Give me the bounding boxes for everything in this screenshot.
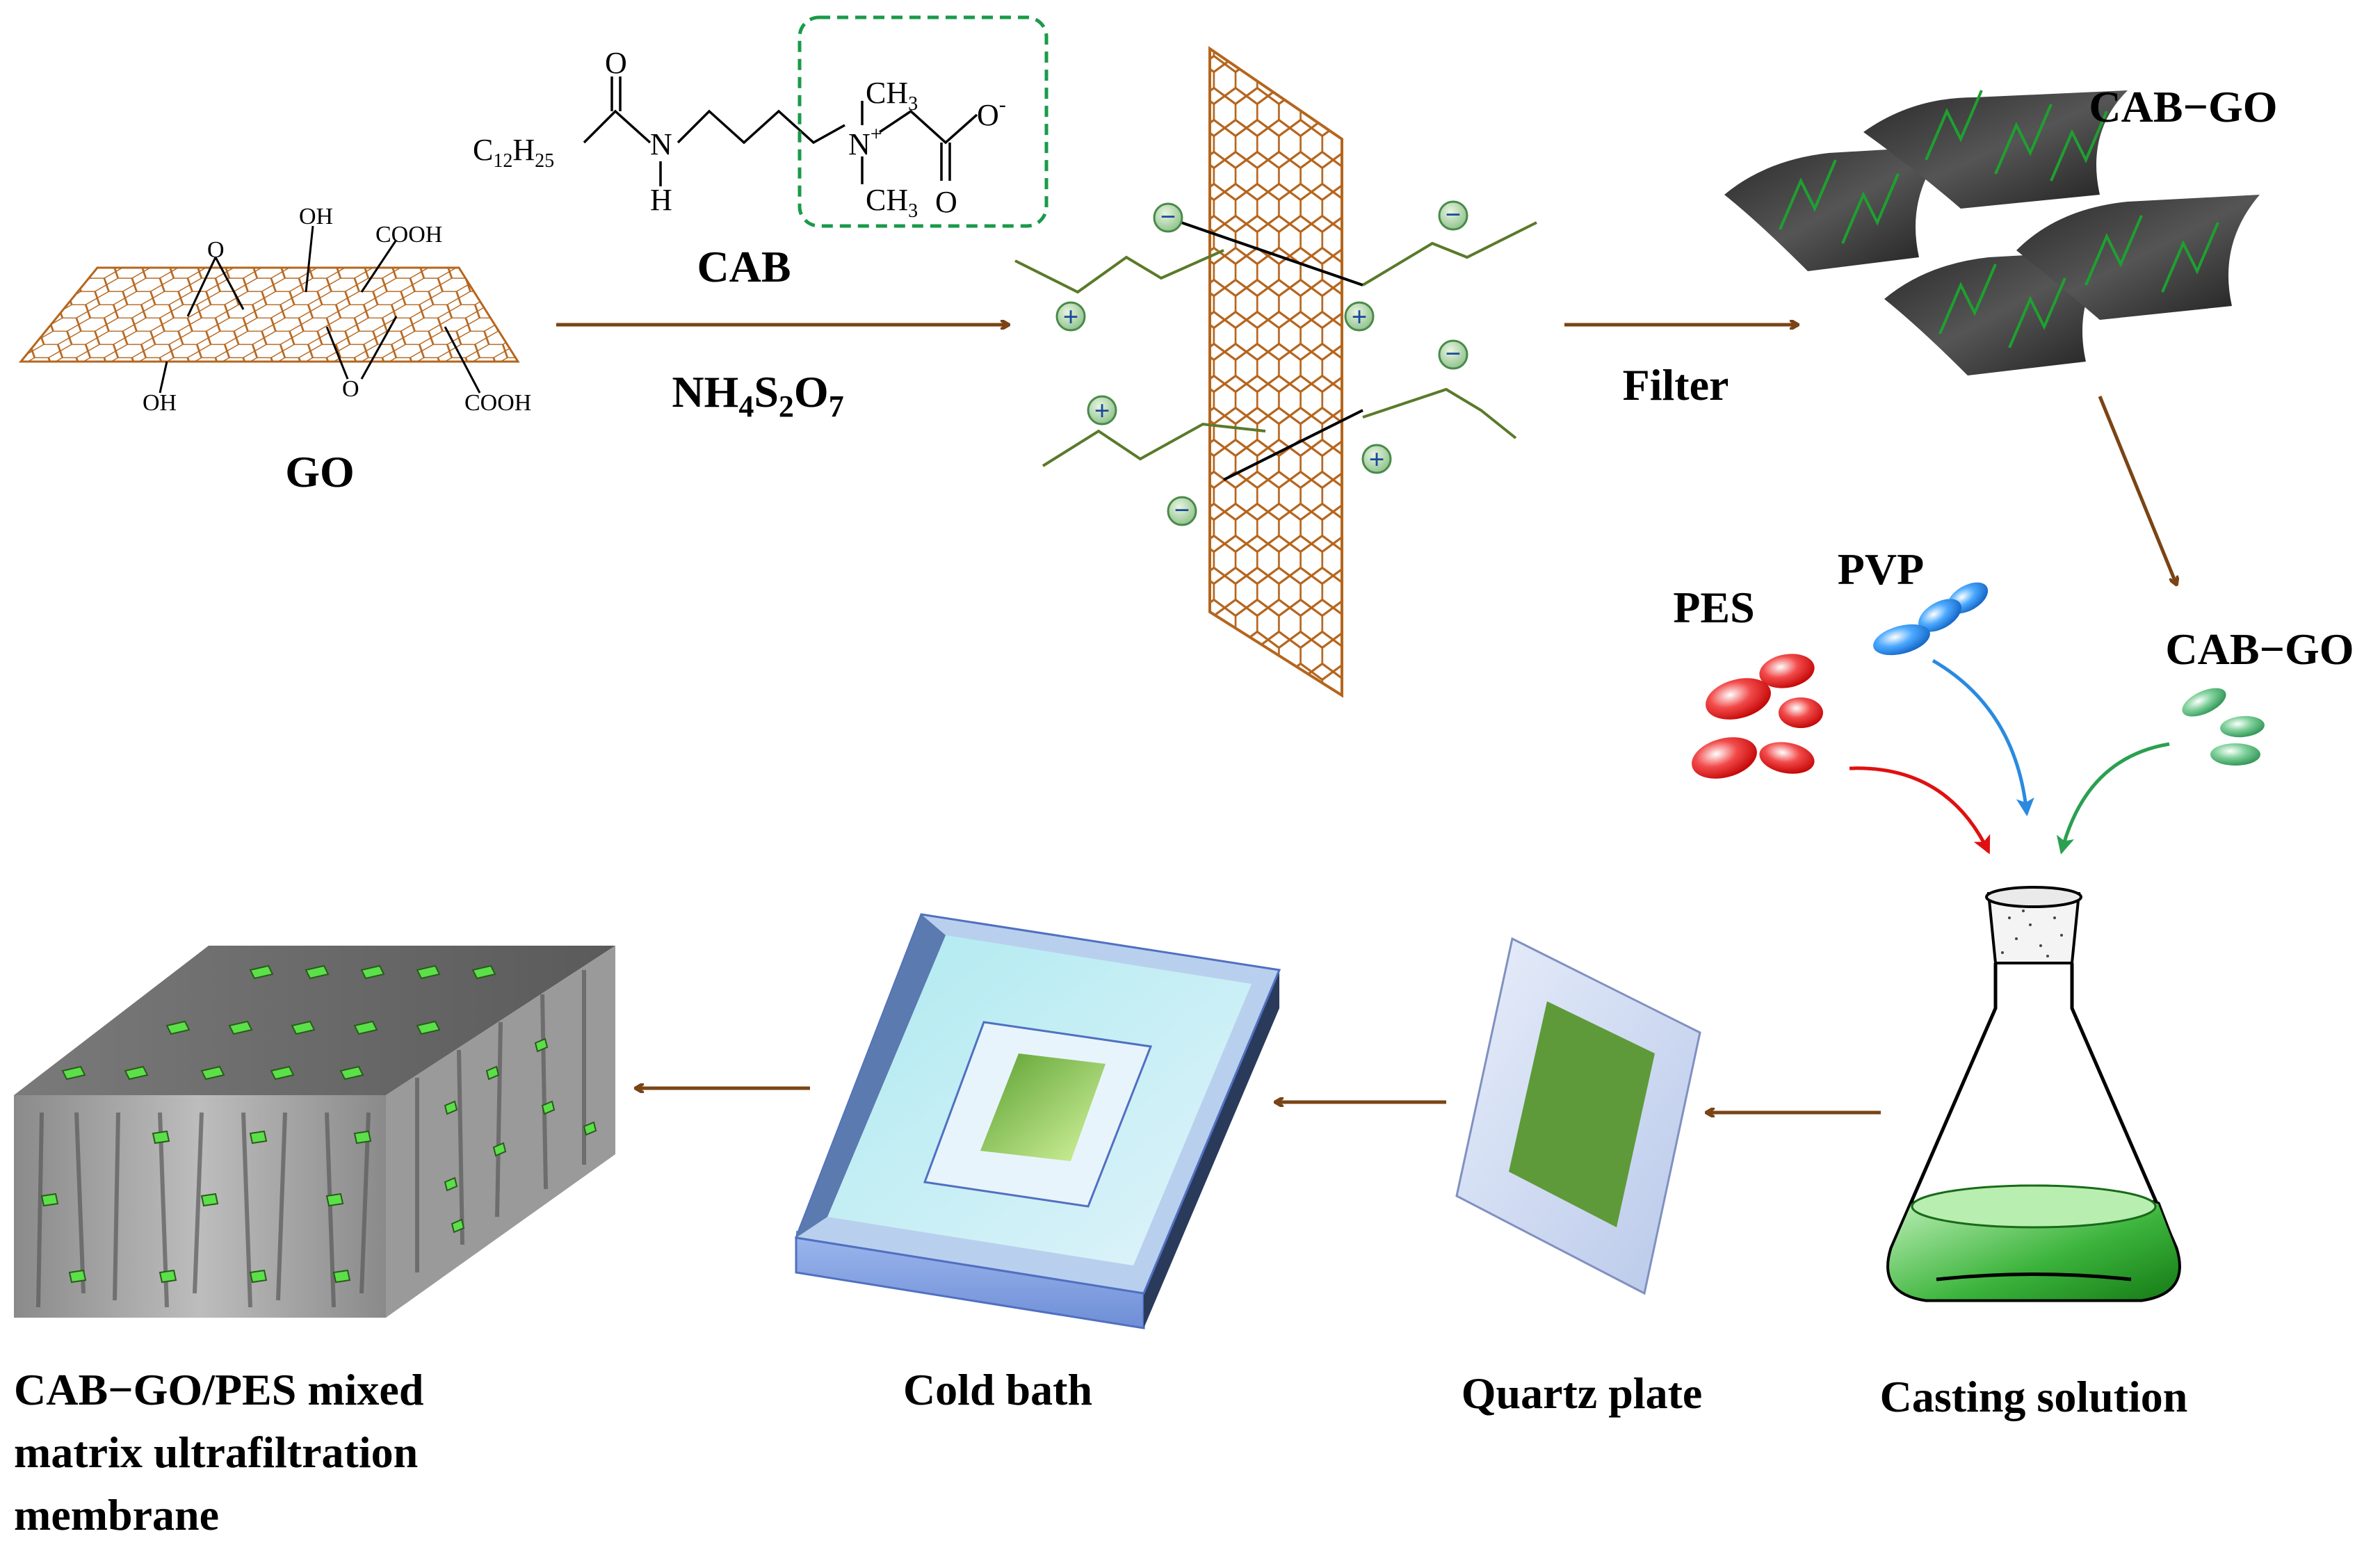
charge-plus: + <box>1352 301 1368 332</box>
membrane-label-line1: CAB−GO/PES mixed <box>14 1365 423 1414</box>
pvp-particles <box>1873 582 1989 656</box>
go-epoxide-o-top: O <box>207 237 225 263</box>
graphene-oxide-sheet: O OH COOH OH O COOH <box>18 204 531 416</box>
pvp-label: PVP <box>1838 544 1924 594</box>
charge-minus: − <box>1160 201 1176 232</box>
cab-amide-n: N <box>650 127 672 161</box>
pvp-arrow <box>1932 658 2034 816</box>
go-carboxyl-top: COOH <box>375 222 442 248</box>
cab-structure: C12H25 O N H N+ CH3 CH3 O- O <box>473 15 1049 228</box>
go-hydroxyl-top: OH <box>299 204 333 229</box>
pes-label: PES <box>1673 583 1754 632</box>
cold-bath <box>794 913 1281 1329</box>
charge-minus: − <box>1174 494 1190 526</box>
membrane-label-line2: matrix ultrafiltration <box>14 1428 418 1477</box>
charge-minus: − <box>1446 338 1462 369</box>
go-label: GO <box>285 447 355 496</box>
feed-arrow <box>2098 396 2176 584</box>
membrane-label-line3: membrane <box>14 1490 219 1539</box>
reagent-label: NH4S2O7 <box>672 367 843 423</box>
quartz-plate <box>1455 937 1701 1295</box>
cab-methyl-top: CH3 <box>866 76 918 115</box>
cab-quaternary-n: N+ <box>848 122 882 161</box>
casting-solution-label: Casting solution <box>1880 1372 2188 1421</box>
membrane-block <box>14 946 615 1318</box>
go-hydroxyl-bottom: OH <box>143 390 177 416</box>
cab-label: CAB <box>697 242 791 291</box>
filter-label: Filter <box>1623 360 1729 410</box>
cab-go-arrow <box>2056 742 2170 855</box>
cab-carbonyl-o: O <box>605 46 627 80</box>
cab-functionalized-graphene: − + + − + − − + <box>1014 46 1537 698</box>
betaine-highlight-box <box>798 15 1049 228</box>
quartz-plate-label: Quartz plate <box>1462 1368 1703 1418</box>
cab-alkyl-chain: C12H25 <box>473 133 554 172</box>
cold-bath-label: Cold bath <box>903 1365 1092 1414</box>
go-carboxyl-bottom: COOH <box>464 390 531 416</box>
charge-plus: + <box>1094 395 1110 426</box>
cab-carboxylate-o: O- <box>977 93 1006 132</box>
go-epoxide-o-bottom: O <box>342 376 359 402</box>
charge-plus: + <box>1063 301 1079 332</box>
cab-carbonyl-o-2: O <box>935 185 957 219</box>
charge-plus: + <box>1369 444 1385 475</box>
cab-go-particles <box>2182 688 2265 766</box>
pes-arrow <box>1849 766 1991 855</box>
cab-methyl-bottom: CH3 <box>866 183 918 222</box>
casting-flask <box>1886 886 2181 1302</box>
cab-go-sheets <box>1724 90 2260 375</box>
cab-go-top-label: CAB−GO <box>2089 82 2277 131</box>
charge-minus: − <box>1446 199 1462 230</box>
cab-amide-h: H <box>650 183 672 217</box>
pes-particles <box>1692 654 1823 779</box>
cab-go-mid-label: CAB−GO <box>2165 624 2354 674</box>
